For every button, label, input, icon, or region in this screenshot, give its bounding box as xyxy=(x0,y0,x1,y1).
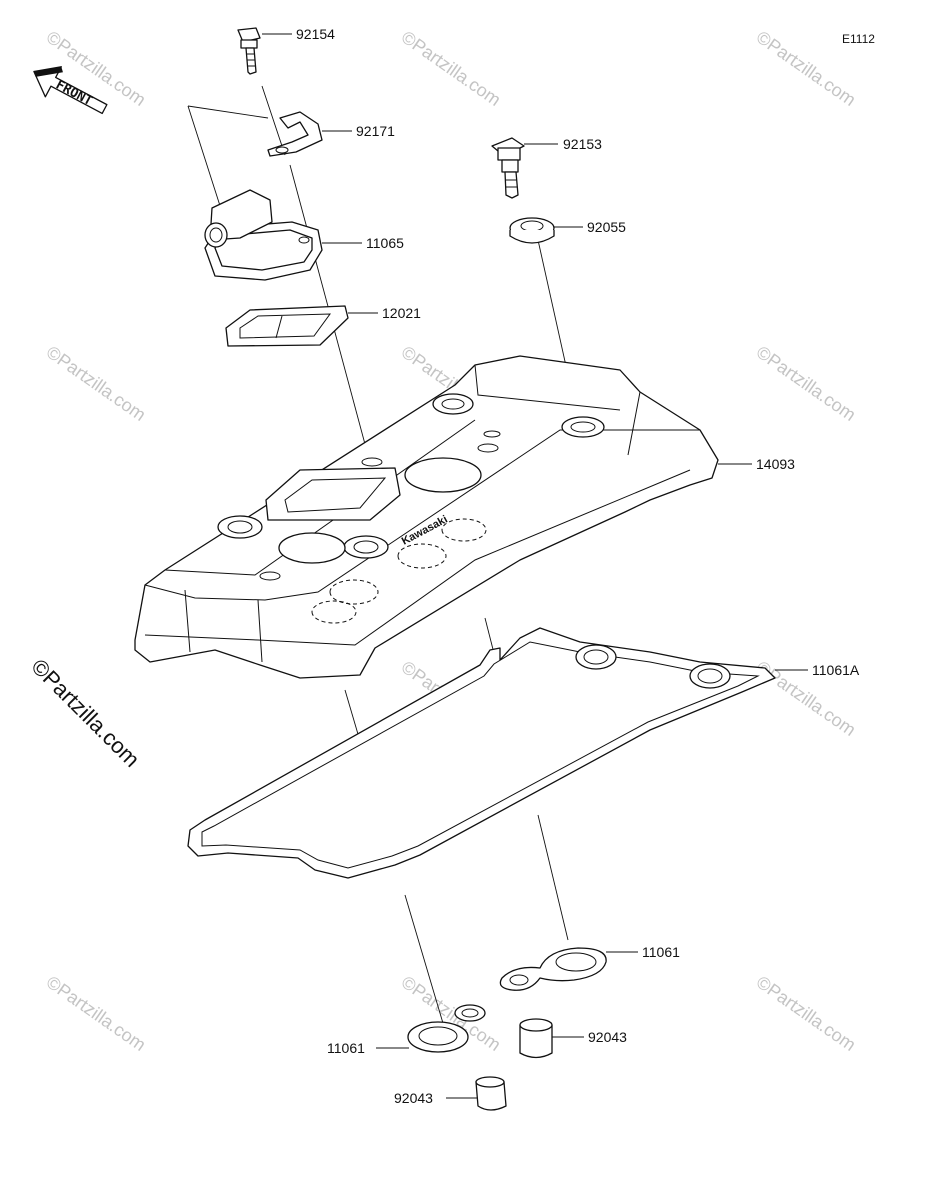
spark-plug-hole xyxy=(278,532,346,564)
part-number-label: 11061 xyxy=(327,1040,365,1056)
part-number-label: 92153 xyxy=(563,136,602,152)
part-number-label: 92043 xyxy=(588,1029,627,1045)
mounting-boss xyxy=(217,515,263,539)
bolt-92153 xyxy=(491,137,525,199)
diagram-code: E1112 xyxy=(842,32,875,46)
gasket-12021 xyxy=(225,305,349,347)
mounting-boss xyxy=(343,535,389,559)
part-number-label: 92154 xyxy=(296,26,335,42)
part-number-label: 11065 xyxy=(366,235,404,251)
brand-mark: ©Partzilla.com xyxy=(26,654,144,772)
part-number-label: 92171 xyxy=(356,123,395,139)
grommet-92055 xyxy=(509,217,555,244)
callouts: 92154 92171 92153 11065 92055 12021 1409… xyxy=(262,26,860,1106)
cylinder-head-cover-14093: Kawasaki xyxy=(134,355,719,679)
watermark: ©Partzilla.com xyxy=(753,342,860,425)
mounting-boss xyxy=(432,393,474,415)
front-label: FRONT xyxy=(53,78,95,110)
dowel-pin-92043-upper xyxy=(519,1018,553,1059)
watermark: ©Partzilla.com xyxy=(43,972,150,1055)
part-number-label: 11061 xyxy=(642,944,680,960)
part-number-label: 12021 xyxy=(382,305,421,321)
dowel-pin-92043-lower xyxy=(475,1076,507,1111)
breather-cover-11065 xyxy=(204,189,323,281)
watermark: ©Partzilla.com xyxy=(43,342,150,425)
part-number-label: 92055 xyxy=(587,219,626,235)
part-number-label: 92043 xyxy=(394,1090,433,1106)
part-number-label: 14093 xyxy=(756,456,795,472)
watermark: ©Partzilla.com xyxy=(398,27,505,110)
gasket-11061A xyxy=(187,627,776,879)
spark-plug-hole xyxy=(404,457,482,493)
gasket-11061-left xyxy=(407,1004,486,1053)
watermark: ©Partzilla.com xyxy=(753,972,860,1055)
gasket-11061-right xyxy=(499,947,607,991)
clamp-92171 xyxy=(267,111,323,157)
mounting-boss xyxy=(561,416,605,438)
bolt-92154 xyxy=(237,27,261,75)
part-number-label: 11061A xyxy=(812,662,860,678)
